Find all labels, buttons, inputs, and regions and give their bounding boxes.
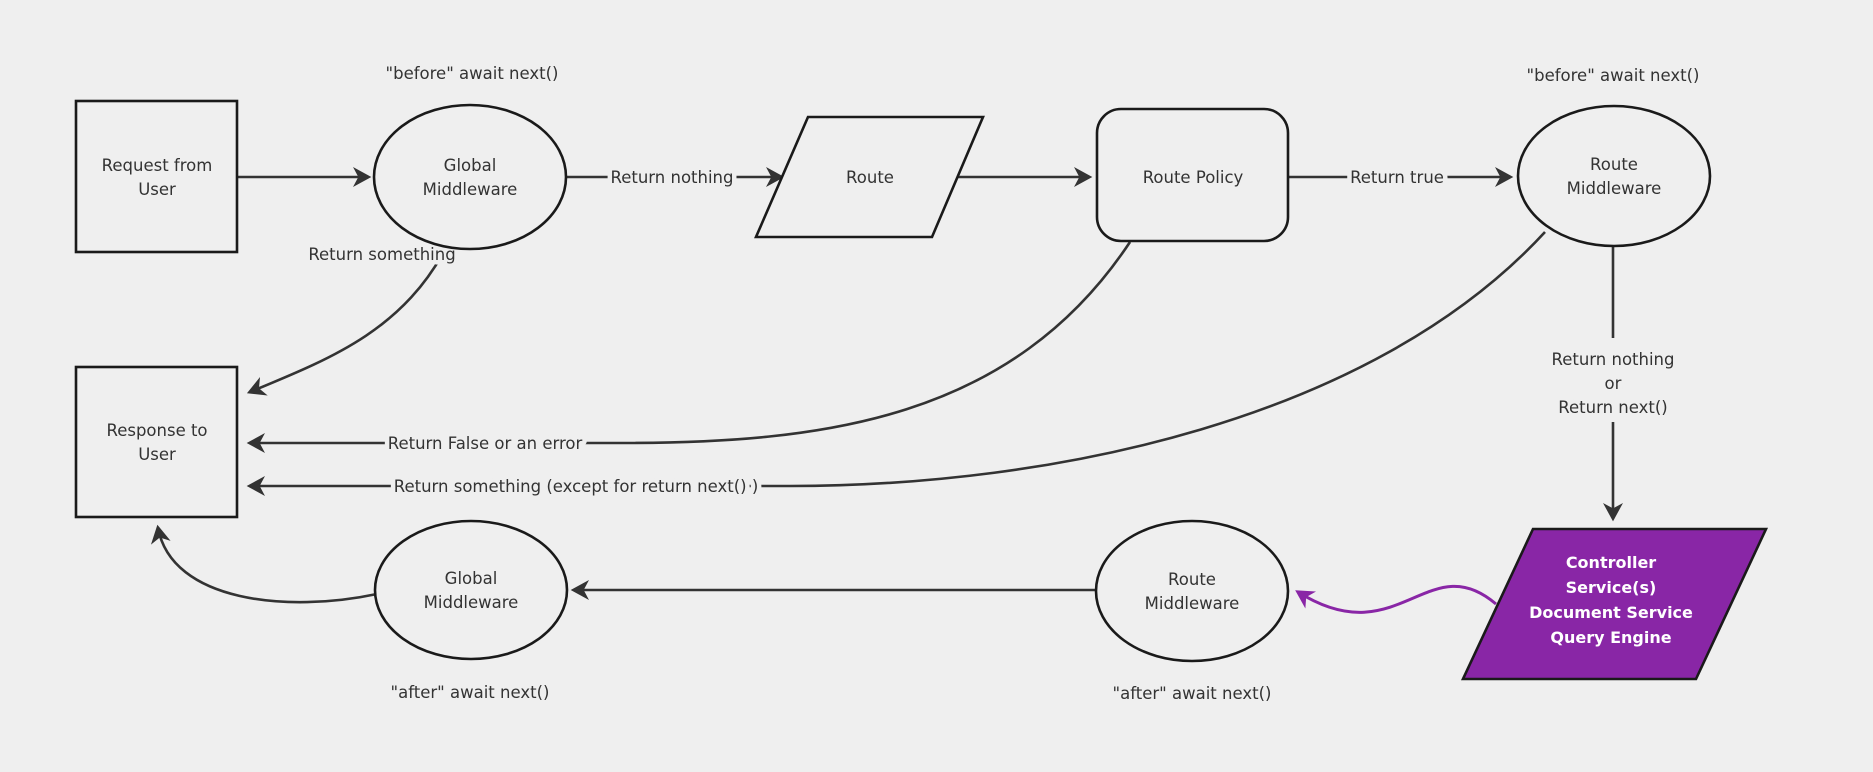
node-global-middleware-top: Global Middleware bbox=[372, 103, 568, 251]
node-route: Route bbox=[754, 115, 985, 239]
edges bbox=[150, 167, 1623, 614]
annotation-before-await-right: "before" await next() bbox=[1527, 66, 1700, 85]
node-route-label: Route bbox=[846, 168, 894, 187]
edge-label-return-true: Return true bbox=[1350, 168, 1444, 187]
node-route-policy: Route Policy bbox=[1095, 107, 1290, 243]
node-global-mw-top-line2: Middleware bbox=[423, 180, 518, 199]
node-response-line1: Response to bbox=[106, 421, 207, 440]
node-route-policy-label: Route Policy bbox=[1143, 168, 1244, 187]
node-route-middleware-top: Route Middleware bbox=[1516, 104, 1712, 248]
node-route-mw-top-line2: Middleware bbox=[1567, 179, 1662, 198]
node-response-to-user: Response to User bbox=[74, 365, 239, 519]
node-route-mw-top-line1: Route bbox=[1590, 155, 1638, 174]
node-controller-line1: Controller bbox=[1566, 553, 1656, 572]
annotations: "before" await next() "before" await nex… bbox=[386, 64, 1700, 703]
annotation-after-await-right: "after" await next() bbox=[1113, 684, 1272, 703]
annotation-before-await-left: "before" await next() bbox=[386, 64, 559, 83]
edge-label-return-nothing-or-line1: Return nothing bbox=[1552, 350, 1675, 369]
edge-label-return-false: Return False or an error bbox=[388, 434, 583, 453]
node-controller-line4: Query Engine bbox=[1550, 628, 1671, 647]
edge-global-to-response bbox=[246, 243, 450, 396]
node-controller-services: Controller Service(s) Document Service Q… bbox=[1460, 527, 1769, 681]
node-request-line1: Request from bbox=[102, 156, 213, 175]
edge-label-return-something-except: Return something (except for return next… bbox=[394, 477, 759, 496]
node-global-mw-bottom-line1: Global bbox=[445, 569, 498, 588]
node-controller-line2: Service(s) bbox=[1566, 578, 1657, 597]
node-global-mw-bottom-line2: Middleware bbox=[424, 593, 519, 612]
node-global-mw-top-line1: Global bbox=[444, 156, 497, 175]
node-route-mw-bottom-line2: Middleware bbox=[1145, 594, 1240, 613]
edge-label-return-nothing: Return nothing bbox=[611, 168, 734, 187]
edge-policy-to-response bbox=[246, 241, 1132, 453]
node-response-line2: User bbox=[138, 445, 176, 464]
edge-label-return-something: Return something bbox=[308, 245, 455, 264]
edge-routemw-to-response bbox=[246, 231, 1546, 496]
node-route-mw-bottom-line1: Route bbox=[1168, 570, 1216, 589]
edge-global-bottom-to-response bbox=[150, 524, 378, 604]
edge-labels: Return nothing Return true Return someth… bbox=[304, 164, 1679, 501]
node-global-middleware-bottom: Global Middleware bbox=[373, 519, 569, 661]
node-request-line2: User bbox=[138, 180, 176, 199]
edge-label-return-nothing-or-line3: Return next() bbox=[1558, 398, 1667, 417]
edge-controller-to-routemw-bottom bbox=[1295, 584, 1497, 614]
annotation-after-await-left: "after" await next() bbox=[391, 683, 550, 702]
node-route-middleware-bottom: Route Middleware bbox=[1094, 519, 1290, 663]
node-controller-line3: Document Service bbox=[1529, 603, 1693, 622]
node-request-from-user: Request from User bbox=[74, 99, 239, 254]
edge-label-return-nothing-or-line2: or bbox=[1605, 374, 1622, 393]
